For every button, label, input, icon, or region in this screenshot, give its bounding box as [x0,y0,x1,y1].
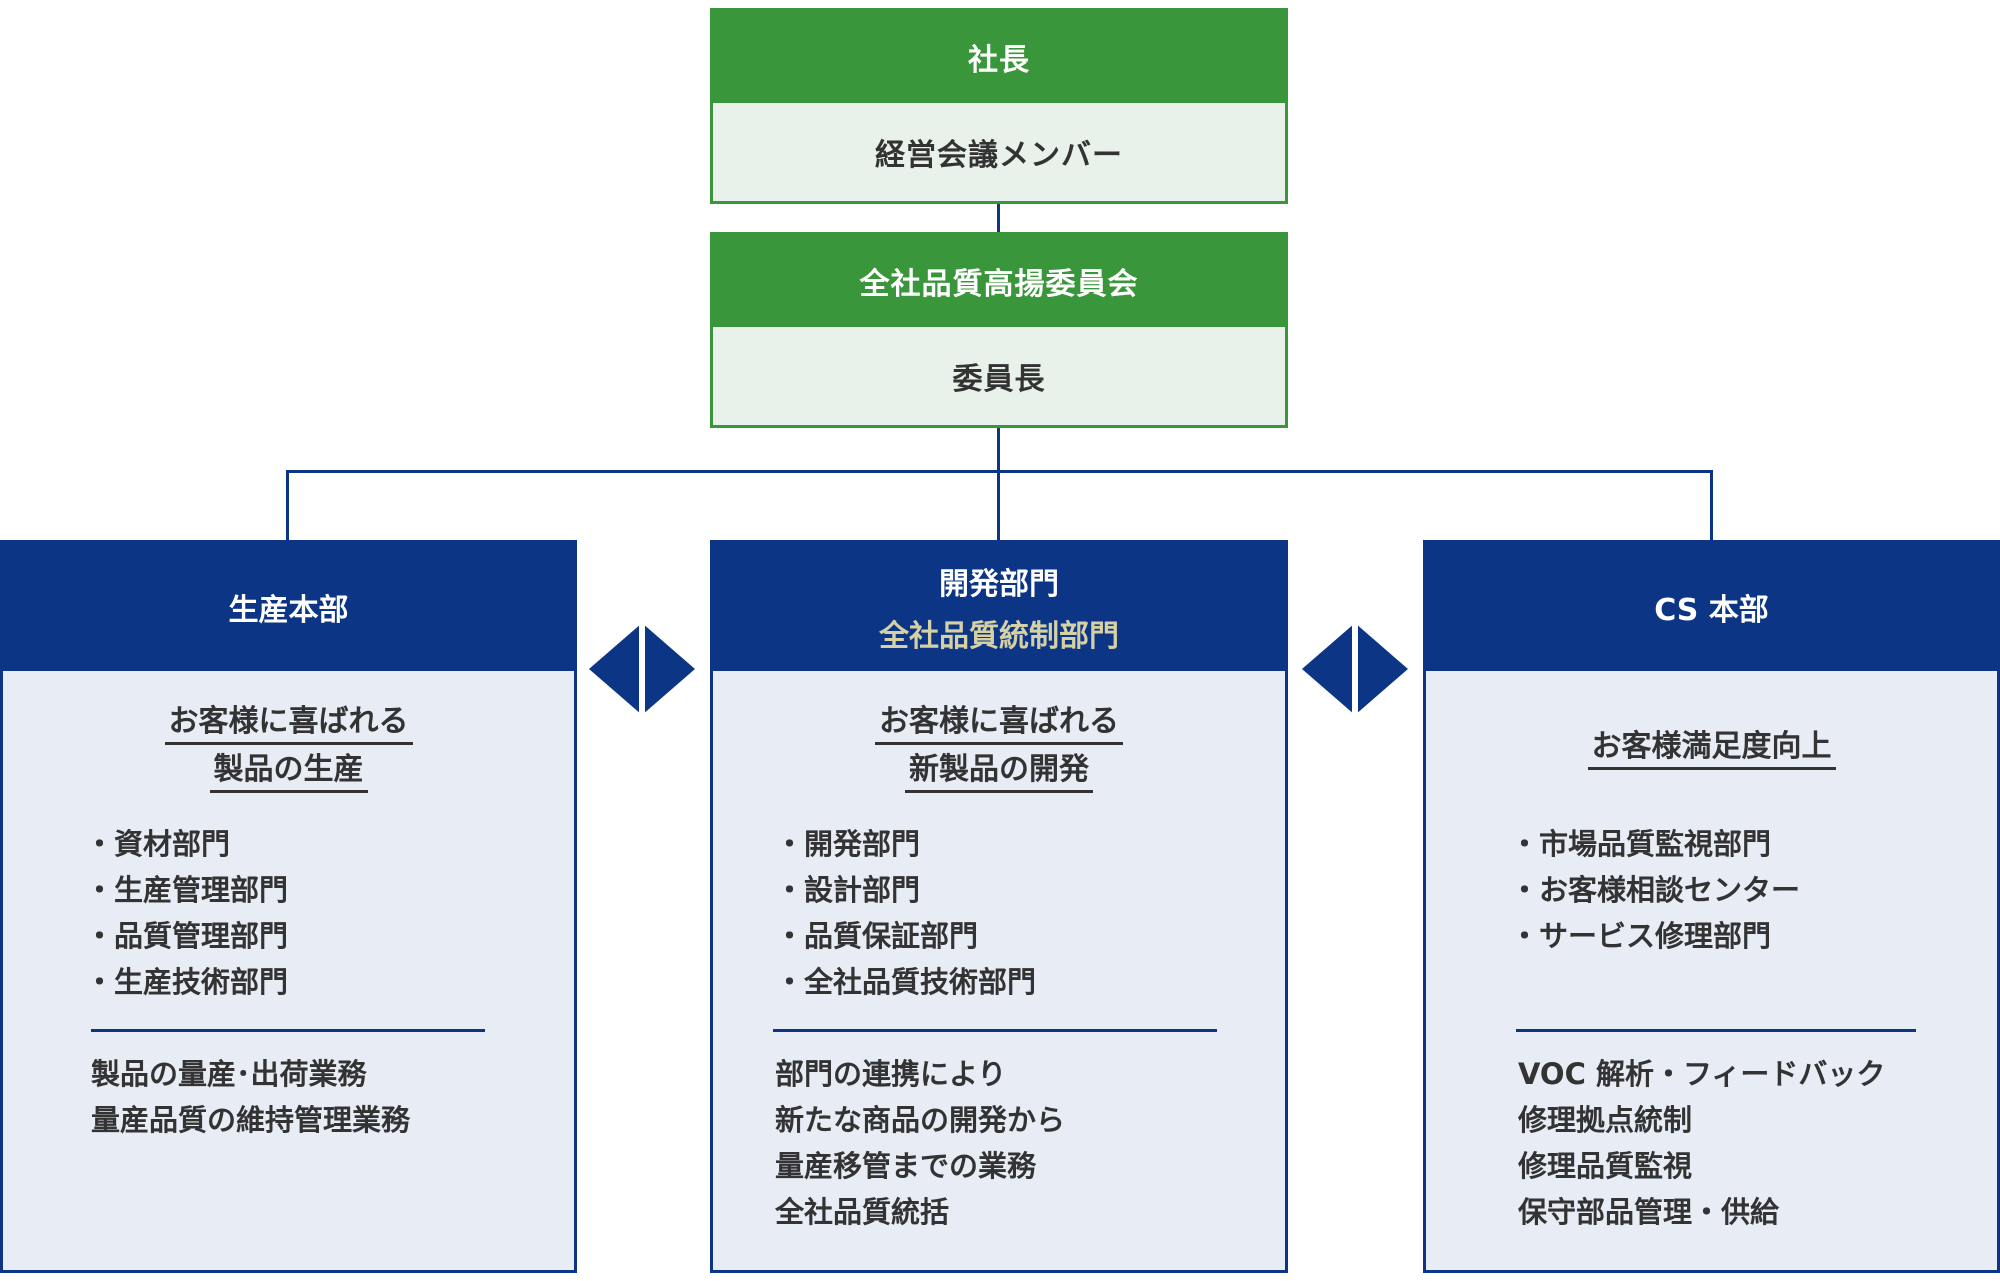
dept-development-duties: 部門の連携により 新たな商品の開発から 量産移管までの業務 全社品質統括 [775,1051,1065,1235]
dept-development: 開発部門 全社品質統制部門 お客様に喜ばれる 新製品の開発 開発部門 設計部門 … [710,540,1288,1273]
connector-horizontal [286,470,1713,473]
list-item: 生産技術部門 [85,959,288,1005]
president-title: 社長 [713,11,1285,103]
mission-line: 新製品の開発 [905,750,1093,793]
divider [91,1029,485,1032]
list-item: 品質管理部門 [85,913,288,959]
list-item: 生産管理部門 [85,867,288,913]
duty-line: VOC 解析・フィードバック [1518,1057,1886,1091]
list-item: 全社品質技術部門 [775,959,1036,1005]
dept-production-header: 生産本部 [3,543,574,671]
dept-cs: CS 本部 お客様満足度向上 市場品質監視部門 お客様相談センター サービス修理… [1423,540,2000,1273]
list-item: 品質保証部門 [775,913,1036,959]
dept-development-units: 開発部門 設計部門 品質保証部門 全社品質技術部門 [775,821,1036,1005]
dept-production-units: 資材部門 生産管理部門 品質管理部門 生産技術部門 [85,821,288,1005]
dept-cs-title: CS 本部 [1654,593,1769,628]
connector-president-committee [997,204,1000,234]
list-item: お客様相談センター [1510,867,1800,913]
connector-committee-down [997,428,1000,540]
mission-line: 製品の生産 [209,750,368,793]
dept-cs-units: 市場品質監視部門 お客様相談センター サービス修理部門 [1510,821,1800,959]
committee-box: 全社品質高揚委員会 委員長 [710,232,1288,428]
dept-development-header: 開発部門 全社品質統制部門 [713,543,1285,671]
list-item: サービス修理部門 [1510,913,1800,959]
dept-production: 生産本部 お客様に喜ばれる 製品の生産 資材部門 生産管理部門 品質管理部門 生… [0,540,577,1273]
bidirectional-arrow-icon [1302,623,1408,715]
duty-line: 修理拠点統制 [1518,1103,1693,1137]
duty-line: 製品の量産･出荷業務 [91,1057,367,1091]
mission-line: お客様に喜ばれる [875,702,1123,745]
duty-line: 量産品質の維持管理業務 [91,1103,411,1137]
dept-production-title: 生産本部 [228,593,349,628]
dept-development-subtitle: 全社品質統制部門 [879,619,1119,654]
list-item: 資材部門 [85,821,288,867]
dept-production-duties: 製品の量産･出荷業務 量産品質の維持管理業務 [91,1051,410,1143]
list-item: 設計部門 [775,867,1036,913]
list-item: 開発部門 [775,821,1036,867]
duty-line: 修理品質監視 [1518,1149,1693,1183]
dept-cs-duties: VOC 解析・フィードバック 修理拠点統制 修理品質監視 保守部品管理・供給 [1518,1051,1885,1235]
divider [1516,1029,1916,1032]
dept-development-mission: お客様に喜ばれる 新製品の開発 [713,698,1285,794]
dept-production-mission: お客様に喜ばれる 製品の生産 [3,698,574,794]
committee-title: 全社品質高揚委員会 [713,235,1285,327]
committee-body: 委員長 [952,362,1046,397]
duty-line: 部門の連携により [775,1057,1007,1091]
mission-line: お客様満足度向上 [1587,727,1836,770]
connector-right-down [1710,470,1713,540]
connector-left-down [286,470,289,540]
president-box: 社長 経営会議メンバー [710,8,1288,204]
list-item: 市場品質監視部門 [1510,821,1800,867]
bidirectional-arrow-icon [589,623,695,715]
president-body: 経営会議メンバー [875,138,1123,173]
duty-line: 新たな商品の開発から [775,1103,1066,1137]
dept-cs-header: CS 本部 [1426,543,1997,671]
duty-line: 全社品質統括 [775,1195,950,1229]
dept-cs-mission: お客様満足度向上 [1426,723,1997,771]
divider [773,1029,1217,1032]
dept-development-title: 開発部門 [939,567,1059,602]
mission-line: お客様に喜ばれる [164,702,413,745]
duty-line: 量産移管までの業務 [775,1149,1037,1183]
duty-line: 保守部品管理・供給 [1518,1195,1780,1229]
